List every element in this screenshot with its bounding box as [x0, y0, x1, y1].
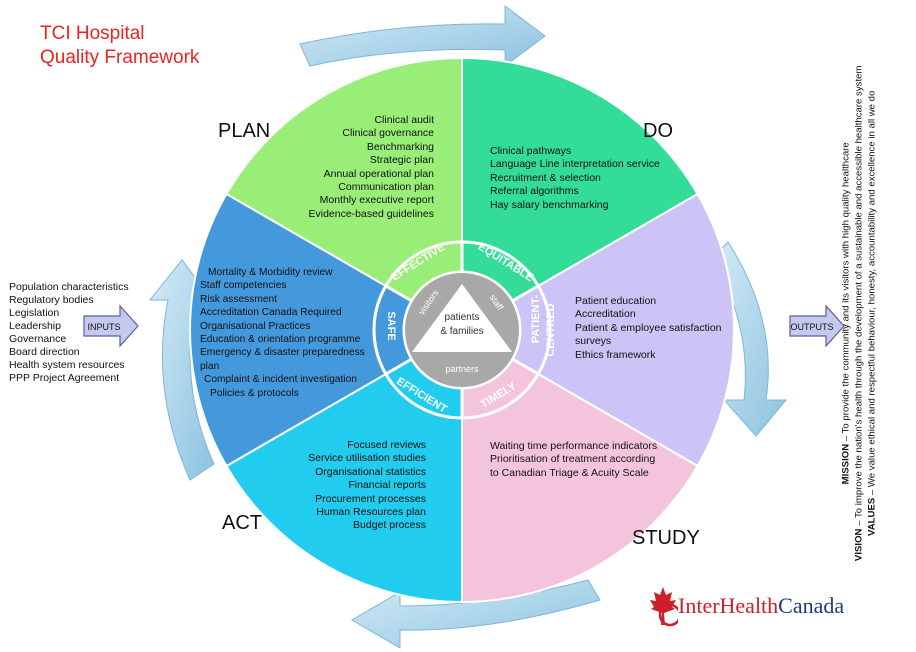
patient-centred-item: Patient education	[575, 295, 657, 307]
do-item: Clinical pathways	[490, 145, 572, 157]
center-partners-label: partners	[445, 364, 479, 374]
act-item: Service utilisation studies	[308, 452, 426, 465]
input-item: Governance	[9, 333, 67, 345]
study-items: Waiting time performance indicators Prio…	[490, 440, 705, 480]
patient-centred-item: Patient & employee satisfaction	[575, 321, 722, 334]
safe-item: Mortality & Morbidity review	[208, 267, 333, 278]
values-text: – We value ethical and respectful behavi…	[866, 90, 878, 498]
safe-item: Risk assessment	[200, 293, 277, 305]
input-item: Leadership	[9, 320, 61, 332]
outputs-label: OUTPUTS	[790, 322, 833, 332]
act-item: Financial reports	[348, 479, 426, 492]
input-item: Health system resources	[9, 359, 125, 371]
vision-statement: VISION – To improve the nation's health …	[854, 13, 867, 613]
study-item: to Canadian Triage & Acuity Scale	[490, 466, 649, 479]
dimension-safe: SAFE	[385, 311, 397, 340]
safe-items: Mortality & Morbidity review Staff compe…	[200, 266, 372, 400]
wedge-do	[461, 56, 699, 332]
plan-item: Clinical audit	[374, 114, 434, 126]
segment-wedges	[189, 56, 735, 604]
wedge-patient	[459, 192, 735, 468]
inputs-label: INPUTS	[87, 322, 120, 332]
center-triangle	[412, 284, 512, 352]
logo-text-part1: InterHealth	[678, 593, 779, 618]
values-statement: VALUES – We value ethical and respectful…	[867, 13, 880, 613]
do-item: Referral algorithms	[490, 185, 579, 198]
dimension-patient-centred-2: CENTRED	[545, 303, 557, 356]
diagram-title-line1: TCI Hospital	[40, 23, 145, 44]
safe-item: Policies & protocols	[210, 387, 299, 399]
do-items: Clinical pathways Language Line interpre…	[490, 145, 700, 212]
safe-item: Emergency & disaster preparedness	[200, 347, 365, 359]
phase-act: ACT	[222, 512, 262, 534]
plan-item: Benchmarking	[366, 140, 434, 153]
mission-text: – To provide the community and its visit…	[840, 142, 852, 444]
inputs-arrow	[83, 304, 139, 348]
plan-items: Clinical audit Clinical governance Bench…	[280, 114, 434, 221]
act-item: Human Resources plan	[316, 506, 426, 519]
study-item: Prioritisation of treatment according	[490, 453, 656, 466]
act-item: Procurement processes	[315, 492, 426, 505]
patient-centred-items: Patient education Accreditation Patient …	[575, 295, 735, 362]
act-item: Organisational statistics	[315, 465, 426, 478]
plan-item: Strategic plan	[369, 154, 434, 167]
act-items: Focused reviews Service utilisation stud…	[276, 439, 426, 533]
safe-item: Complaint & incident investigation	[204, 374, 357, 386]
safe-item: Accreditation Canada Required	[200, 307, 342, 319]
wedge-act	[225, 328, 463, 604]
act-item: Budget process	[353, 519, 426, 532]
do-item: Hay salary benchmarking	[490, 198, 609, 211]
vision-text: – To improve the nation's health through…	[853, 65, 865, 529]
input-item: Regulatory bodies	[9, 294, 94, 306]
vision-label: VISION	[853, 528, 865, 562]
maple-leaf-icon	[650, 587, 678, 627]
wedge-study	[461, 328, 699, 604]
act-item: Focused reviews	[347, 439, 426, 451]
interhealth-canada-logo: InterHealthCanada	[648, 585, 908, 633]
plan-item: Evidence-based guidelines	[308, 207, 434, 220]
dimension-patient-centred-1: PATIENT-	[530, 294, 542, 343]
safe-item: Education & orientation programme	[200, 334, 361, 346]
outputs-arrow	[789, 304, 845, 348]
phase-do: DO	[643, 120, 673, 142]
logo-text: InterHealthCanada	[678, 593, 844, 619]
safe-item: plan	[200, 360, 220, 372]
diagram-title-line2: Quality Framework	[40, 47, 200, 68]
input-item: Population characteristics	[9, 281, 129, 293]
values-label: VALUES	[866, 497, 878, 536]
phase-plan: PLAN	[218, 120, 271, 142]
plan-item: Communication plan	[338, 181, 434, 194]
plan-item: Monthly executive report	[319, 194, 434, 207]
plan-item: Annual operational plan	[323, 167, 434, 180]
study-item: Waiting time performance indicators	[490, 440, 658, 452]
input-item: PPP Project Agreement	[9, 372, 120, 384]
logo-text-part2: Canada	[778, 593, 845, 618]
cycle-arrow-top	[299, 5, 546, 67]
safe-item: Organisational Practices	[200, 320, 311, 332]
patient-centred-item: Ethics framework	[575, 348, 656, 361]
plan-item: Clinical governance	[342, 127, 434, 140]
inputs-list: Population characteristics Regulatory bo…	[9, 281, 159, 385]
input-item: Legislation	[9, 307, 60, 319]
patient-centred-item: surveys	[575, 335, 612, 348]
mission-label: MISSION	[840, 443, 852, 485]
patient-centred-item: Accreditation	[575, 308, 636, 321]
phase-study: STUDY	[632, 527, 700, 549]
mission-statement: MISSION – To provide the community and i…	[841, 13, 854, 613]
input-item: Board direction	[9, 346, 80, 358]
do-item: Language Line interpretation service	[490, 158, 660, 171]
wedge-safe	[189, 192, 465, 468]
do-item: Recruitment & selection	[490, 171, 601, 184]
safe-item: Staff competencies	[200, 280, 287, 292]
wedge-plan	[225, 56, 463, 332]
center-label-line2: & families	[440, 326, 483, 337]
center-label-line1: patients	[444, 312, 479, 323]
